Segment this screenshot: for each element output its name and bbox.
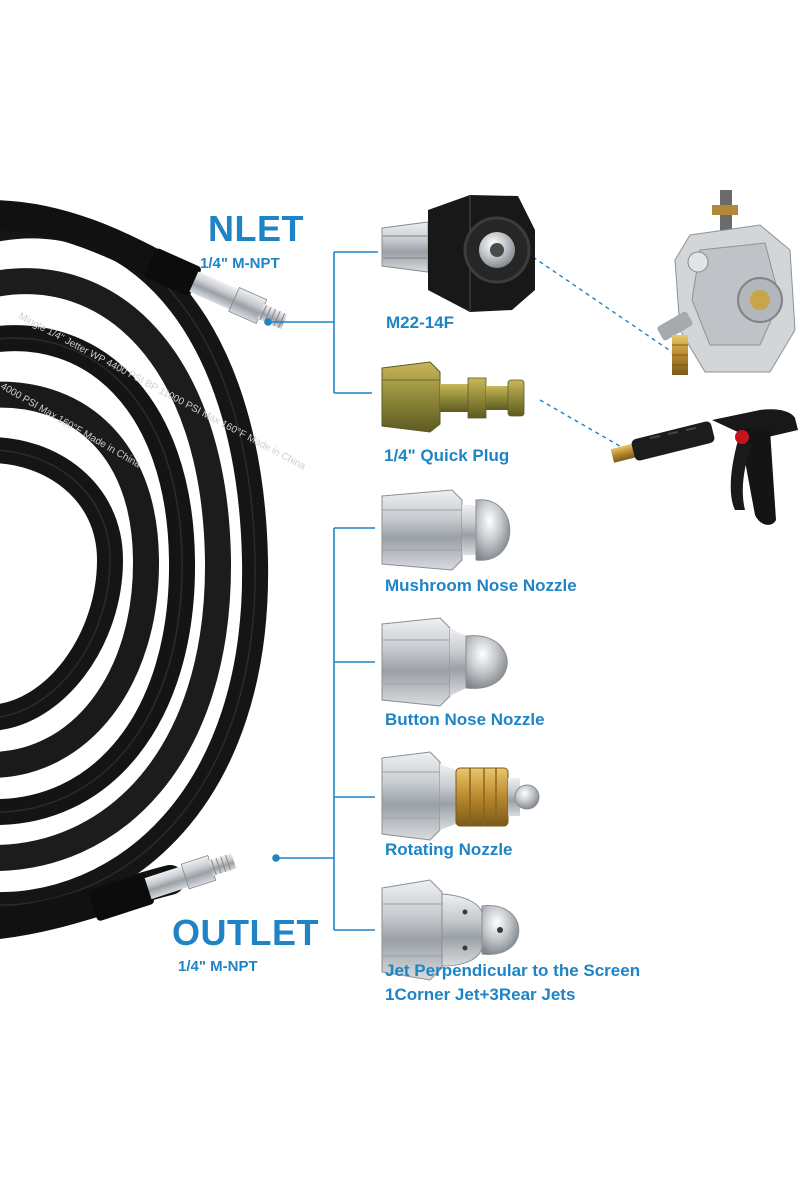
inlet-hose-fitting <box>144 248 288 330</box>
mushroom-nozzle-label: Mushroom Nose Nozzle <box>385 576 577 595</box>
quick-plug-image <box>381 361 525 433</box>
m22-14f-fitting-image <box>381 195 535 312</box>
quick-plug-label: 1/4" Quick Plug <box>384 446 510 465</box>
outlet-hose-fitting <box>89 853 237 921</box>
spray-gun-image <box>610 409 798 525</box>
rotating-nozzle-image <box>381 751 540 841</box>
pressure-pump-image <box>657 190 796 375</box>
m22-14f-label: M22-14F <box>386 313 455 332</box>
outlet-title: OUTLET <box>172 912 319 953</box>
button-nozzle-label: Button Nose Nozzle <box>385 710 545 729</box>
inlet-bracket <box>264 251 378 394</box>
button-nose-nozzle-image <box>381 617 508 707</box>
jet-nozzle-image <box>381 879 520 981</box>
inlet-title: NLET <box>208 208 304 249</box>
outlet-bracket <box>272 527 375 931</box>
jet-nozzle-label: Jet Perpendicular to the Screen <box>385 961 641 980</box>
dashed-connectors <box>532 256 673 453</box>
outlet-thread: 1/4" M-NPT <box>178 958 258 975</box>
jet-nozzle-label-2: 1Corner Jet+3Rear Jets <box>385 985 576 1004</box>
rotating-nozzle-label: Rotating Nozzle <box>385 840 513 859</box>
inlet-thread: 1/4" M-NPT <box>200 255 280 272</box>
mushroom-nose-nozzle-image <box>381 489 511 571</box>
